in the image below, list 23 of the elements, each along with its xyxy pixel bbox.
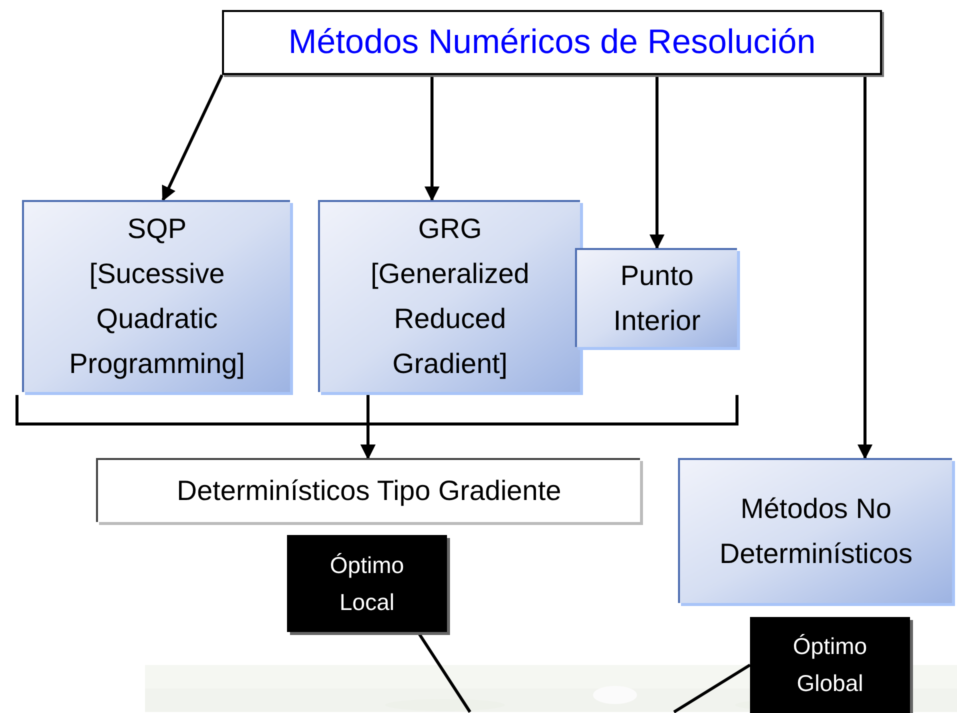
box-text: Métodos No Determinísticos — [720, 492, 912, 570]
label-box — [750, 617, 910, 713]
method-box — [22, 200, 290, 392]
box-text: Determinísticos Tipo Gradiente — [176, 474, 562, 508]
method-box — [318, 200, 580, 392]
box-text: Métodos Numéricos de Resolución — [287, 22, 817, 63]
box-text: Óptimo Global — [792, 632, 868, 698]
arrow — [650, 75, 664, 250]
method-box — [575, 248, 737, 347]
label-box — [287, 535, 447, 632]
arrow — [424, 75, 440, 202]
arrow — [162, 74, 224, 202]
box-text: Óptimo Local — [330, 550, 404, 616]
method-box — [96, 458, 640, 522]
arrow — [360, 395, 738, 460]
method-box — [678, 458, 952, 603]
box-text: [Generalized Reduced Gradient] — [370, 257, 530, 381]
box-text: [Sucessive Quadratic Programming] — [69, 257, 245, 381]
arrow — [858, 75, 872, 460]
title-box — [222, 10, 882, 75]
box-text: SQP — [127, 212, 187, 246]
box-text: GRG — [418, 212, 482, 246]
box-text: Punto Interior — [613, 258, 701, 338]
